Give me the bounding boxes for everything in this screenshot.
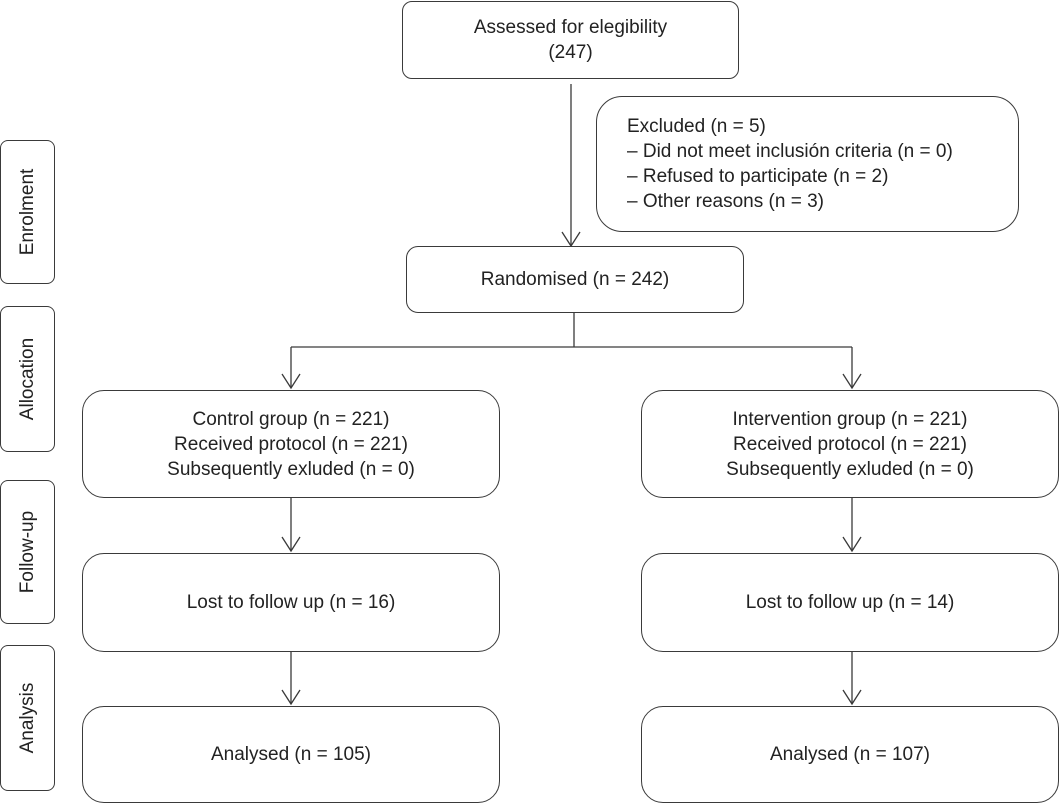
stage-allocation: Allocation: [0, 306, 55, 452]
intervention-analysed-box: Analysed (n = 107): [641, 706, 1059, 803]
arrowhead-intervention: [842, 373, 862, 390]
stage-analysis: Analysis: [0, 645, 55, 791]
control-lost-box: Lost to follow up (n = 16): [82, 553, 500, 652]
stage-enrolment-label: Enrolment: [16, 168, 38, 256]
control-group-label: Control group (n = 221): [192, 408, 390, 430]
arrowhead-intervention-analysed: [842, 689, 862, 706]
stage-allocation-label: Allocation: [16, 337, 38, 421]
excluded-box: Excluded (n = 5) – Did not meet inclusió…: [596, 96, 1019, 232]
intervention-received-label: Received protocol (n = 221): [733, 433, 967, 455]
intervention-lost-label: Lost to follow up (n = 14): [745, 592, 955, 613]
arrowhead-intervention-lost: [842, 536, 862, 553]
intervention-group-label: Intervention group (n = 221): [732, 408, 968, 430]
control-analysed-label: Analysed (n = 105): [210, 744, 371, 765]
excluded-title: Excluded (n = 5): [627, 116, 766, 137]
assessed-box: Assessed for elegibility (247): [402, 1, 739, 79]
assessed-label: Assessed for elegibility: [473, 17, 668, 38]
control-lost-label: Lost to follow up (n = 16): [186, 592, 396, 613]
stage-enrolment: Enrolment: [0, 140, 55, 284]
randomised-label: Randomised (n = 242): [480, 269, 670, 290]
arrowhead-control-lost: [281, 536, 301, 553]
randomised-box: Randomised (n = 242): [406, 246, 744, 313]
excluded-item: – Other reasons (n = 3): [627, 191, 824, 212]
arrowhead-control: [281, 373, 301, 390]
intervention-group-box: Intervention group (n = 221) Received pr…: [641, 390, 1059, 498]
stage-follow-up-label: Follow-up: [16, 510, 38, 594]
intervention-excluded-label: Subsequently exluded (n = 0): [726, 458, 974, 480]
excluded-item: – Refused to participate (n = 2): [627, 166, 889, 187]
excluded-item: – Did not meet inclusión criteria (n = 0…: [627, 141, 953, 162]
control-excluded-label: Subsequently exluded (n = 0): [167, 458, 415, 480]
control-group-box: Control group (n = 221) Received protoco…: [82, 390, 500, 498]
intervention-lost-box: Lost to follow up (n = 14): [641, 553, 1059, 652]
intervention-analysed-label: Analysed (n = 107): [769, 744, 930, 765]
assessed-count: (247): [548, 42, 593, 63]
control-analysed-box: Analysed (n = 105): [82, 706, 500, 803]
stage-follow-up: Follow-up: [0, 480, 55, 624]
stage-analysis-label: Analysis: [16, 682, 38, 754]
control-received-label: Received protocol (n = 221): [174, 433, 408, 455]
arrowhead-control-analysed: [281, 689, 301, 706]
